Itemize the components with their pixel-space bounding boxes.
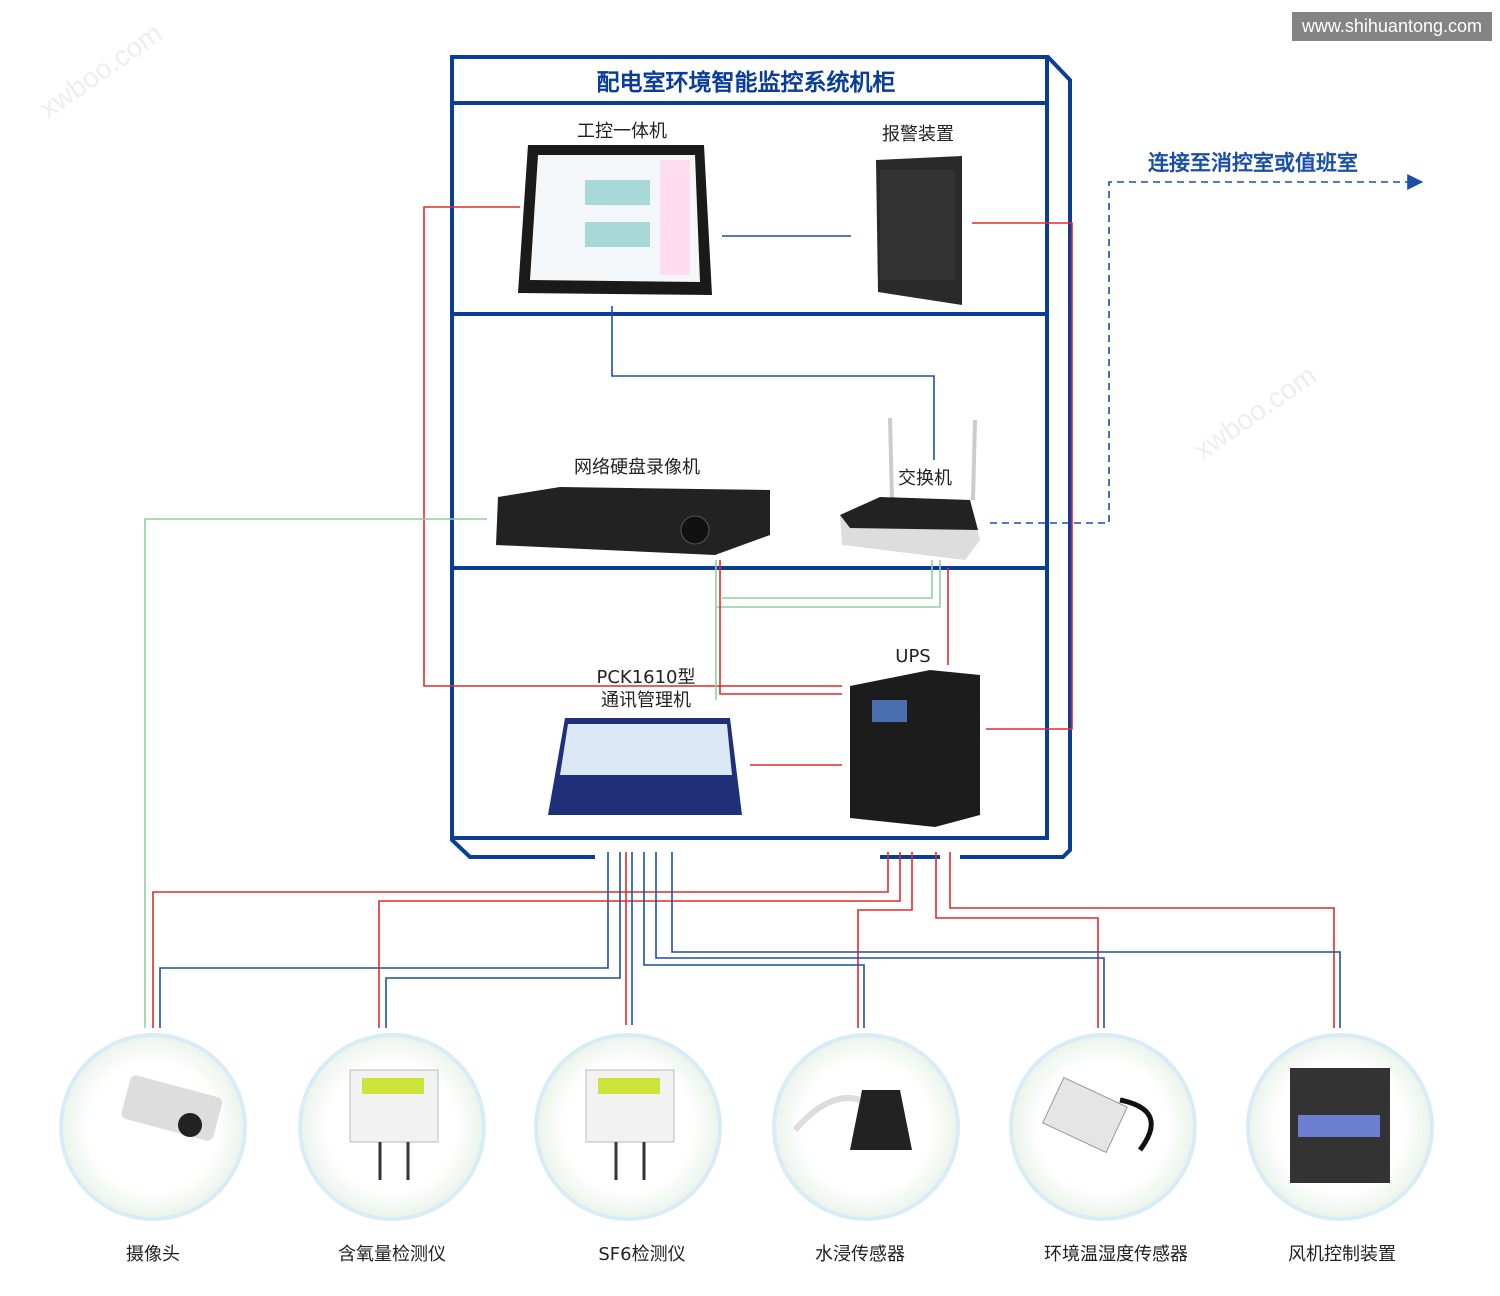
sensor-fan-control bbox=[1246, 1033, 1434, 1221]
cabinet-title: 配电室环境智能监控系统机柜 bbox=[597, 69, 896, 96]
sensor-sf6 bbox=[534, 1033, 722, 1221]
comm-label-2: 通讯管理机 bbox=[601, 690, 691, 711]
comm-manager bbox=[548, 718, 742, 815]
ups bbox=[850, 670, 980, 827]
ups-label: UPS bbox=[895, 646, 930, 667]
nvr bbox=[496, 487, 770, 555]
ipc-label: 工控一体机 bbox=[577, 121, 667, 142]
sensor-camera bbox=[59, 1033, 247, 1221]
sensor-label: 摄像头 bbox=[126, 1244, 180, 1265]
industrial-pc bbox=[518, 145, 712, 295]
sensor-label: 环境温湿度传感器 bbox=[1044, 1244, 1188, 1265]
watermark: www.shihuantong.com bbox=[1291, 12, 1492, 41]
watermark-diagonal: xwboo.com bbox=[34, 17, 168, 124]
nvr-label: 网络硬盘录像机 bbox=[574, 457, 700, 478]
sensor-label: 含氧量检测仪 bbox=[338, 1244, 446, 1265]
sensor-label: 水浸传感器 bbox=[815, 1244, 905, 1265]
comm-label-1: PCK1610型 bbox=[596, 667, 695, 688]
alarm-speaker bbox=[876, 156, 962, 305]
wiring bbox=[144, 174, 1424, 1028]
alarm-label: 报警装置 bbox=[882, 124, 954, 145]
switch-router bbox=[840, 417, 980, 560]
sensor-label: SF6检测仪 bbox=[598, 1244, 685, 1265]
watermark-diagonal-2: xwboo.com bbox=[1188, 359, 1322, 466]
sensor-oxygen bbox=[298, 1033, 486, 1221]
sensor-label: 风机控制装置 bbox=[1288, 1244, 1396, 1265]
sensor-temp-humidity bbox=[1009, 1033, 1197, 1221]
sensor-water-leak bbox=[772, 1033, 960, 1221]
switch-label: 交换机 bbox=[898, 468, 952, 489]
external-link-label: 连接至消控室或值班室 bbox=[1148, 151, 1358, 175]
